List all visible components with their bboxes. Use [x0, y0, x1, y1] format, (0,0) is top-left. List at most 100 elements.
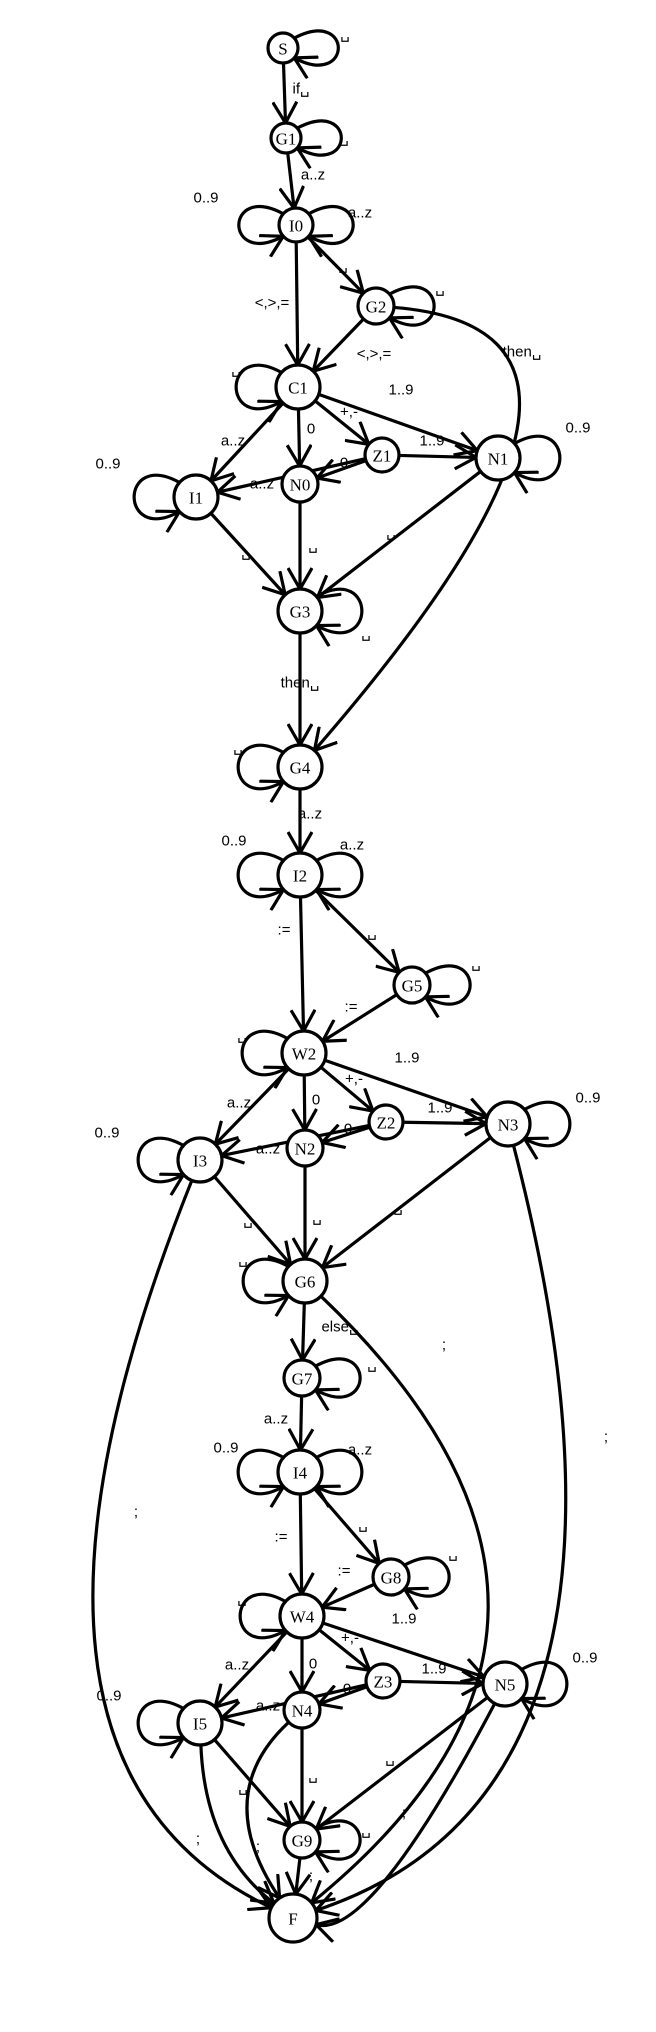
state-i1-circle [172, 473, 220, 521]
state-n0: N0 [280, 464, 320, 504]
transition-i3-g6 [212, 1175, 290, 1265]
transition-g8-g8-loop [405, 1556, 451, 1596]
transition-i0-i0-loop [237, 205, 283, 244]
state-i1: I1 [172, 473, 220, 521]
transition-n3-f-label: ; [604, 1429, 608, 1446]
transition-i4-i4-loop [317, 1448, 364, 1493]
state-n4-circle [282, 1690, 322, 1730]
transition-g1-i0 [288, 151, 294, 208]
state-g1-label: G1 [276, 130, 297, 149]
transition-z2-n3-label: 1..9 [427, 1100, 452, 1117]
transition-g1-i0-label: a..z [301, 167, 325, 184]
transition-c1-z1 [313, 399, 369, 444]
transition-n1-n1-label: 0..9 [565, 420, 590, 437]
state-g9: G9 [282, 1820, 322, 1860]
state-g3-label: G3 [290, 603, 311, 622]
state-n3-label: N3 [498, 1116, 519, 1135]
transition-i0-i0-label: a..z [348, 205, 372, 222]
transition-w4-n5 [321, 1621, 484, 1677]
transition-z2-i3-label: a..z [256, 1141, 280, 1158]
state-i4: I4 [276, 1448, 324, 1496]
transition-g9-f [296, 1856, 300, 1894]
transition-w2-i3-label: a..z [227, 1095, 251, 1112]
state-f-circle [267, 1892, 319, 1944]
transition-g9-g9-label: ␣ [361, 1822, 371, 1839]
state-c1-label: C1 [288, 379, 308, 398]
transition-z1-n1 [397, 455, 476, 457]
state-g5-circle [392, 965, 432, 1005]
transition-g6-g7 [303, 1301, 305, 1360]
state-c1: C1 [274, 363, 322, 411]
state-n0-label: N0 [290, 476, 311, 495]
state-i1-label: I1 [189, 489, 203, 508]
transition-g3-g4-label: then␣ [281, 675, 320, 692]
transition-g5-w2-label: := [345, 999, 358, 1016]
transition-z3-n5-label: 1..9 [421, 1661, 446, 1678]
state-w2-circle [280, 1029, 328, 1077]
transition-g7-i4-label: a..z [264, 1411, 288, 1428]
state-f-label: F [288, 1910, 297, 1929]
transition-w2-i3 [215, 1067, 291, 1144]
transition-g2-g4-label: then␣ [503, 344, 542, 361]
transition-n5-f-label: ; [402, 1805, 406, 1822]
transition-i4-w4-label: := [275, 1529, 288, 1546]
state-n5-circle [481, 1660, 529, 1708]
transition-i2-g5 [314, 888, 399, 972]
transition-w2-w2-loop [240, 1029, 287, 1074]
transition-i1-i1-loop [132, 473, 179, 518]
state-g3: G3 [276, 587, 324, 635]
transition-i2-i2-loop [317, 851, 364, 896]
transition-g2-g2-loop [390, 285, 436, 325]
state-g7-label: G7 [292, 1370, 313, 1389]
transition-w4-n4-label: 0 [309, 1656, 317, 1673]
state-n3-circle [484, 1100, 532, 1148]
transition-z2-n2 [322, 1127, 372, 1142]
transition-g7-g7-label: ␣ [367, 1356, 377, 1373]
state-i0-label: I0 [289, 217, 303, 236]
transition-g5-g5-loop [426, 964, 472, 1004]
transition-w4-i5 [215, 1630, 289, 1707]
transition-n1-n1-loop [515, 434, 562, 479]
state-n3: N3 [484, 1100, 532, 1148]
transition-g4-g4-label: ␣ [233, 739, 243, 756]
transition-i2-w2 [300, 895, 303, 1031]
state-w4: W4 [278, 1592, 326, 1640]
state-g2: G2 [356, 286, 396, 326]
state-g4-label: G4 [290, 759, 311, 778]
transition-g5-g5-label: ␣ [471, 955, 481, 972]
state-w2-label: W2 [292, 1045, 317, 1064]
state-g6: G6 [281, 1257, 329, 1305]
transition-g9-g9-loop [316, 1819, 362, 1859]
transition-c1-n1 [317, 392, 478, 450]
transition-z3-n4 [319, 1687, 369, 1704]
transition-i2-i2-label: a..z [340, 837, 364, 854]
transition-i3-f [91, 1178, 271, 1907]
state-g6-label: G6 [295, 1273, 316, 1292]
state-g1-circle [269, 121, 303, 155]
transition-i1-g3-label: ␣ [241, 544, 251, 561]
transition-i2-i2-loop [236, 851, 283, 896]
transition-i1-i1-label: 0..9 [95, 456, 120, 473]
transition-c1-c1-loop [234, 363, 281, 408]
transition-i2-i2-label: 0..9 [221, 833, 246, 850]
state-n5-label: N5 [495, 1676, 516, 1695]
state-g7: G7 [282, 1358, 322, 1398]
transition-n3-n3-loop [525, 1100, 572, 1145]
transitions-layer [91, 29, 572, 1926]
transition-g5-w2 [323, 992, 399, 1042]
transition-i3-i3-loop [136, 1136, 183, 1181]
transition-w2-z2 [319, 1065, 373, 1111]
transition-g4-g4-loop [236, 743, 283, 788]
state-g2-label: G2 [366, 298, 387, 317]
state-i5-circle [176, 1699, 224, 1747]
transition-g6-f [312, 1294, 490, 1903]
transition-i3-i3-label: 0..9 [94, 1125, 119, 1142]
transition-g7-g7-loop [316, 1357, 362, 1397]
transition-s-s-label: ␣ [340, 26, 350, 43]
transition-n4-f [245, 1720, 291, 1898]
transition-i0-g2 [306, 235, 363, 293]
state-z2-circle [367, 1103, 405, 1141]
state-i0-circle [277, 206, 315, 244]
